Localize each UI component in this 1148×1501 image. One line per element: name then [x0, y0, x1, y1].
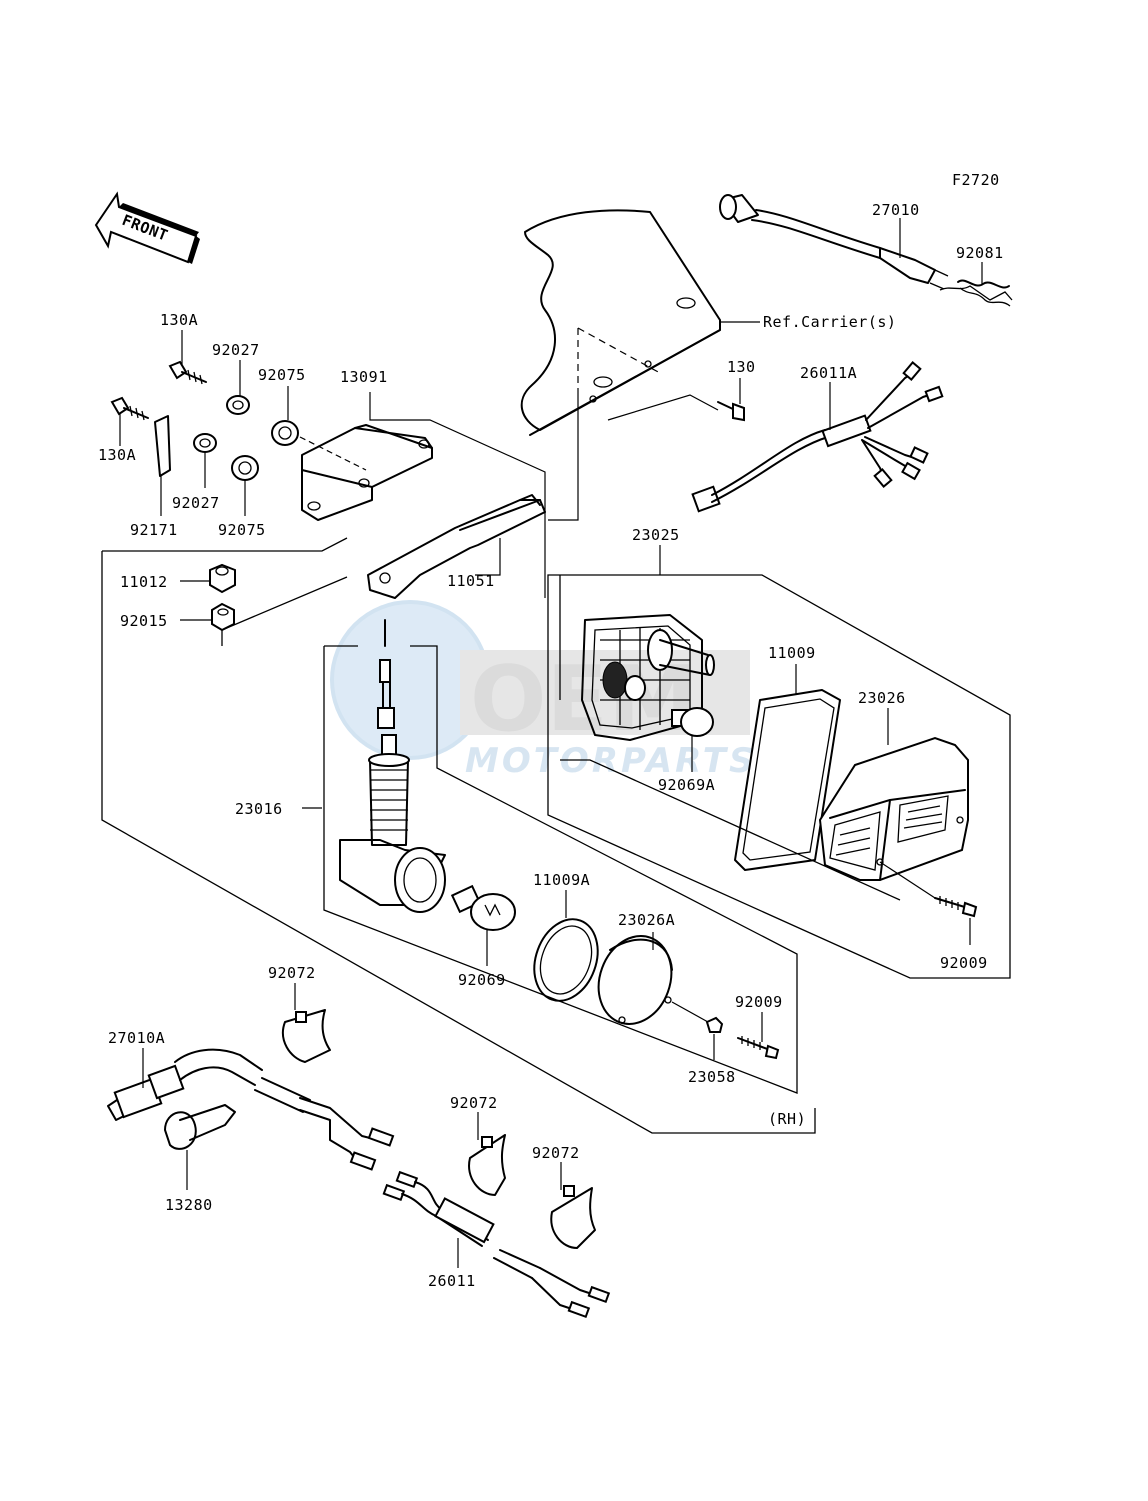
stop-switch-27010A: [107, 1048, 263, 1121]
grommet-92075-top: [271, 420, 299, 446]
label-27010: 27010: [872, 201, 920, 219]
damper-11012: [209, 563, 236, 594]
label-92075-top: 92075: [258, 366, 306, 384]
label-26011A: 26011A: [800, 364, 857, 382]
label-13280: 13280: [165, 1196, 213, 1214]
strap-92171: [154, 415, 171, 477]
label-92072-mid: 92072: [450, 1094, 498, 1112]
lens-23026: [818, 736, 969, 881]
label-92027-top: 92027: [212, 341, 260, 359]
label-130: 130: [727, 358, 756, 376]
label-11009: 11009: [768, 644, 816, 662]
bolt-130: [717, 401, 745, 422]
label-23058: 23058: [688, 1068, 736, 1086]
ref-carrier-label: Ref.Carrier(s): [763, 313, 896, 331]
band-92072-mid: [468, 1134, 506, 1196]
label-92009-mid: 92009: [735, 993, 783, 1011]
bracket-13091: [299, 424, 433, 521]
label-92072-left: 92072: [268, 964, 316, 982]
label-130A-top: 130A: [160, 311, 198, 329]
collar-92027-bottom: [193, 433, 217, 453]
signal-housing-23016: [339, 619, 446, 913]
stay-11051: [367, 494, 546, 599]
bolt-130A-left: [110, 396, 149, 421]
label-92075-bottom: 92075: [218, 521, 266, 539]
label-11051: 11051: [447, 572, 495, 590]
assembly-outline-tail: [547, 574, 1011, 979]
label-92072-right: 92072: [532, 1144, 580, 1162]
label-23026: 23026: [858, 689, 906, 707]
assembly-outline-rh: [101, 537, 816, 1134]
washer-23058: [705, 1016, 724, 1033]
lens-23026A: [597, 935, 673, 1025]
label-26011: 26011: [428, 1272, 476, 1290]
label-92009-right: 92009: [940, 954, 988, 972]
bulb-92069A: [671, 707, 714, 737]
front-arrow-icon: FRONT: [94, 191, 200, 264]
label-23026A: 23026A: [618, 911, 675, 929]
tail-light-base-23025: [581, 614, 715, 741]
harness-26011A: [691, 361, 944, 513]
label-92081: 92081: [956, 244, 1004, 262]
grommet-92075-bottom: [231, 455, 259, 481]
gasket-11009: [734, 689, 841, 871]
spring-92081: [939, 279, 1013, 307]
nut-92015: [211, 602, 235, 632]
collar-92027-top: [226, 395, 250, 415]
screw-92009-right: [879, 861, 978, 918]
label-27010A: 27010A: [108, 1029, 165, 1047]
label-92027-bottom: 92027: [172, 494, 220, 512]
harness-26011: [382, 1170, 611, 1319]
label-23016: 23016: [235, 800, 283, 818]
label-11009A: 11009A: [533, 871, 590, 889]
figure-code: F2720: [952, 171, 1000, 189]
carrier-reference-shape: [520, 209, 721, 521]
label-92069: 92069: [458, 971, 506, 989]
label-13091: 13091: [340, 368, 388, 386]
bulb-92069: [450, 884, 516, 931]
label-11012: 11012: [120, 573, 168, 591]
label-92069A: 92069A: [658, 776, 715, 794]
rh-note: (RH): [768, 1110, 806, 1128]
stop-switch-27010: [719, 194, 949, 290]
band-92072-left: [282, 1009, 331, 1063]
label-130A-left: 130A: [98, 446, 136, 464]
label-23025: 23025: [632, 526, 680, 544]
screw-92009-mid: [737, 1036, 780, 1060]
clamp-13280: [164, 1104, 236, 1150]
bolt-130A-top: [168, 360, 207, 385]
harness-main: [254, 1077, 395, 1171]
watermark-sub: MOTORPARTS: [465, 741, 756, 781]
label-92015: 92015: [120, 612, 168, 630]
band-92072-right: [550, 1185, 596, 1249]
label-92171: 92171: [130, 521, 178, 539]
gasket-11009A: [533, 918, 599, 1002]
